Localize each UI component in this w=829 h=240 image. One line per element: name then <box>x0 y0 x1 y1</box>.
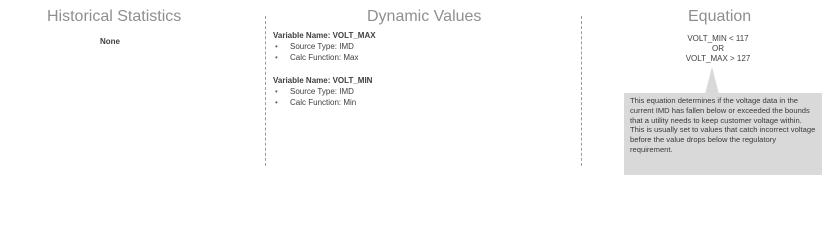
bullet-icon: • <box>275 42 278 51</box>
equation-expression: VOLT_MIN < 117 OR VOLT_MAX > 127 <box>668 34 768 64</box>
dynamic-values-title: Dynamic Values <box>367 8 482 25</box>
divider-right <box>581 16 582 166</box>
variable-name: Variable Name: VOLT_MIN <box>273 76 373 85</box>
list-item: • Source Type: IMD <box>273 86 372 97</box>
equation-line-min: VOLT_MIN < 117 <box>687 34 749 43</box>
list-item: • Calc Function: Max <box>273 52 376 63</box>
bullet-icon: • <box>275 87 278 96</box>
historical-none-value: None <box>100 37 120 46</box>
list-item: • Source Type: IMD <box>273 41 376 52</box>
list-item: • Calc Function: Min <box>273 97 372 108</box>
equation-title: Equation <box>688 8 752 25</box>
calc-function: Calc Function: Max <box>290 53 359 62</box>
variable-properties: • Source Type: IMD • Calc Function: Max <box>273 41 376 63</box>
variable-properties: • Source Type: IMD • Calc Function: Min <box>273 86 372 108</box>
historical-statistics-title: Historical Statistics <box>47 8 182 25</box>
bullet-icon: • <box>275 53 278 62</box>
source-type: Source Type: IMD <box>290 87 354 96</box>
divider-left <box>265 16 266 166</box>
calc-function: Calc Function: Min <box>290 98 357 107</box>
callout-pointer <box>705 67 719 94</box>
variable-block-volt-max: Variable Name: VOLT_MAX • Source Type: I… <box>273 30 376 63</box>
source-type: Source Type: IMD <box>290 42 354 51</box>
variable-name: Variable Name: VOLT_MAX <box>273 31 376 40</box>
variable-block-volt-min: Variable Name: VOLT_MIN • Source Type: I… <box>273 75 372 108</box>
equation-line-max: VOLT_MAX > 127 <box>685 54 751 63</box>
equation-callout: This equation determines if the voltage … <box>624 93 822 175</box>
equation-operator: OR <box>712 44 724 53</box>
bullet-icon: • <box>275 98 278 107</box>
